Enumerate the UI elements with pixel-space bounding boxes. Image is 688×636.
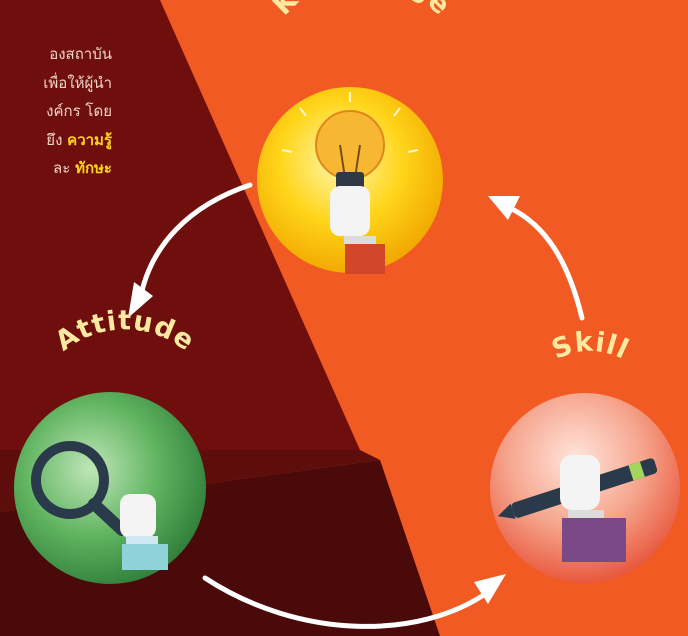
skill-node: Skill (490, 327, 680, 583)
arrowhead-skill (474, 574, 506, 604)
knowledge-node: Knowledge (257, 0, 457, 274)
skill-label: Skill (548, 327, 634, 366)
pen-hand-icon (497, 455, 658, 562)
intro-line-3: งค์กร โดย (46, 102, 112, 120)
knowledge-label: Knowledge (267, 0, 457, 21)
intro-line-1: องสถาบัน (49, 45, 112, 63)
intro-line-4: ยึง ความรู้ (0, 126, 112, 155)
arrowhead-knowledge (488, 196, 520, 220)
lightbulb-hand-icon (281, 92, 419, 274)
attitude-label: Attitude (50, 305, 201, 357)
arrow-skill-to-knowledge (507, 205, 585, 321)
cycle-arrows (137, 182, 585, 629)
intro-line-5-text: ละ (53, 159, 76, 177)
intro-line-4-text: ยึง (46, 130, 68, 149)
arrow-knowledge-to-attitude (137, 182, 253, 303)
highlight-skill: ทักษะ (75, 159, 112, 177)
intro-line-5: ละ ทักษะ (0, 154, 112, 183)
attitude-node: Attitude (14, 305, 206, 584)
intro-text: องสถาบัน เพื่อให้ผู้นำ งค์กร โดย ยึง ควา… (0, 40, 112, 183)
intro-line-2: เพื่อให้ผู้นำ (43, 73, 112, 92)
highlight-knowledge: ความรู้ (67, 130, 112, 149)
attitude-circle (14, 392, 206, 584)
arrowhead-attitude (128, 282, 153, 318)
arrow-heads (128, 196, 520, 604)
magnifier-hand-icon (31, 441, 168, 570)
arrow-attitude-to-skill (202, 575, 491, 629)
